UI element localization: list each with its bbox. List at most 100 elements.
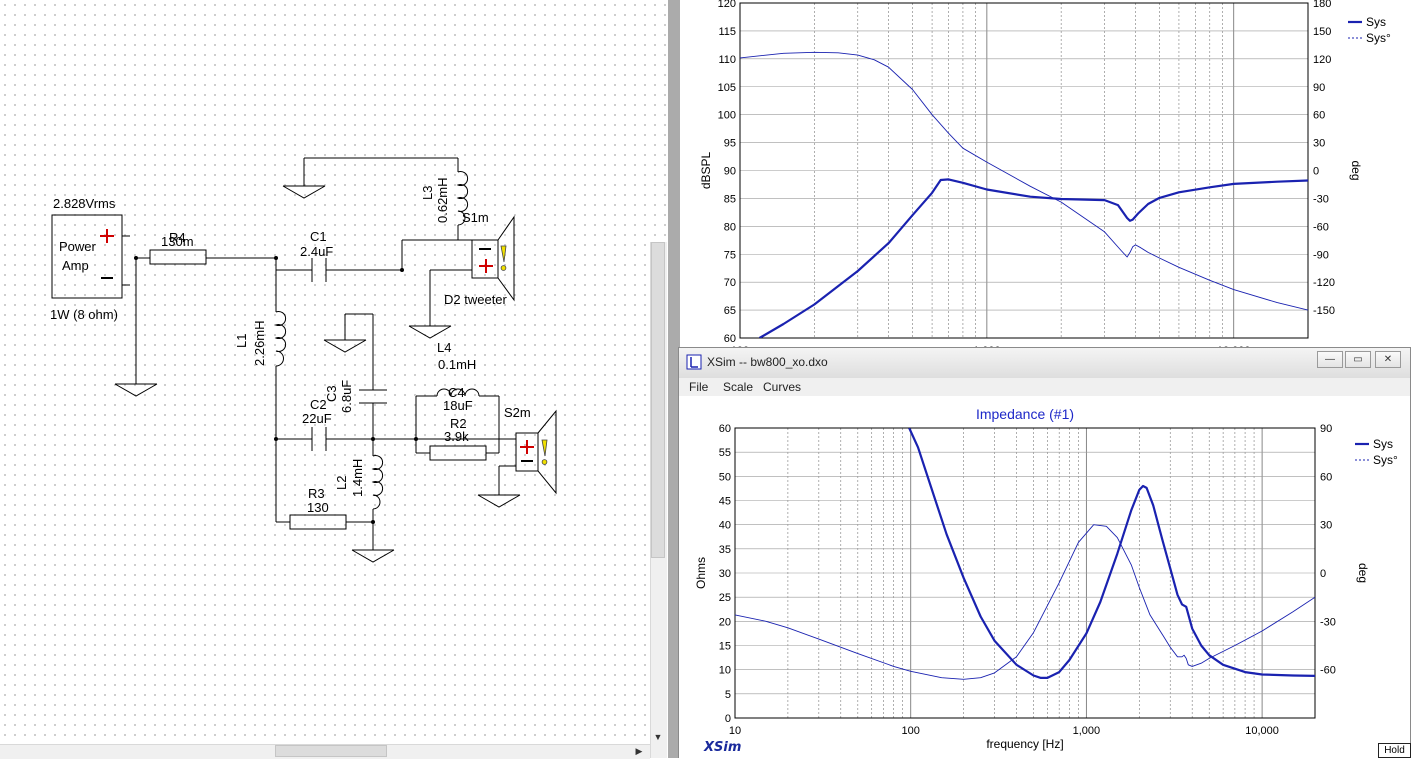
y-tick-label: 70 [724,277,736,289]
l2-name: L2 [334,476,349,490]
r4-name: R4 [169,230,186,245]
menu-scale[interactable]: Scale [723,380,754,394]
ground-symbol [323,339,367,353]
y2-tick-label: -90 [1313,249,1329,261]
x-tick-label: 10 [729,725,741,737]
y-tick-label: 60 [724,333,736,345]
c3-value: 6.8uF [339,380,354,413]
amp-power-label: 1W (8 ohm) [50,307,118,322]
y-axis-label: Ohms [694,557,708,589]
y-tick-label: 0 [725,713,731,725]
y2-tick-label: 90 [1320,423,1332,435]
y2-tick-label: 0 [1320,568,1326,580]
ground-symbol [114,383,158,397]
r2-name: R2 [450,416,467,431]
y2-axis-label: deg [1356,563,1370,583]
y-tick-label: 100 [718,110,736,122]
scroll-down-arrow-icon[interactable]: ▼ [653,732,663,742]
r3-value: 130 [307,500,329,515]
y2-axis-label: deg [1349,160,1363,180]
y2-tick-label: 60 [1313,110,1325,122]
y-tick-label: 60 [719,423,731,435]
impedance-window[interactable]: XSim -- bw800_xo.dxo — ▭ ✕ File Scale Cu… [678,347,1411,758]
l3-value: 0.62mH [435,177,450,223]
resistor-r2[interactable] [429,445,487,461]
window-titlebar[interactable]: XSim -- bw800_xo.dxo — ▭ ✕ [679,348,1410,378]
y-tick-label: 30 [719,568,731,580]
menu-bar: File Scale Curves [679,378,1410,397]
ground-symbol [408,325,452,339]
x-tick-label: 1,000 [1073,725,1101,737]
y2-tick-label: 90 [1313,82,1325,94]
resistor-r4[interactable] [149,249,207,265]
l3-name: L3 [420,186,435,200]
l1-name: L1 [234,334,249,348]
warning-icon [541,439,548,465]
phase-curve [735,524,1315,680]
y-tick-label: 85 [724,193,736,205]
restore-button[interactable]: ▭ [1345,351,1371,368]
scrollbar-thumb[interactable] [651,242,665,558]
ground-symbol [351,549,395,563]
y-tick-label: 80 [724,221,736,233]
minimize-button[interactable]: — [1317,351,1343,368]
r3-name: R3 [308,486,325,501]
y-tick-label: 35 [719,544,731,556]
schematic-canvas[interactable]: 2.828Vrms Power Amp 1W (8 ohm) R4 130m C… [0,0,668,758]
menu-file[interactable]: File [689,380,709,394]
scrollbar-thumb[interactable] [275,745,387,757]
inductor-l3[interactable] [456,171,469,226]
c2-name: C2 [310,397,327,412]
c1-value: 2.4uF [300,244,333,259]
inductor-l4[interactable] [436,388,480,397]
l4-value: 0.1mH [438,357,476,372]
x-axis-label: frequency [Hz] [986,737,1063,751]
xsim-app-icon [686,354,702,370]
c2-value: 22uF [302,411,332,426]
inductor-l1[interactable] [274,311,287,367]
y-tick-label: 75 [724,249,736,261]
l2-value: 1.4mH [350,459,365,497]
y-tick-label: 90 [724,166,736,178]
y-tick-label: 55 [719,447,731,459]
menu-curves[interactable]: Curves [763,380,802,394]
y-tick-label: 5 [725,689,731,701]
y2-tick-label: 120 [1313,54,1331,66]
y-tick-label: 120 [718,0,736,10]
hold-status-badge[interactable]: Hold [1378,743,1411,758]
chart-title: Impedance (#1) [976,406,1074,422]
source-voltage-label: 2.828Vrms [53,196,116,211]
y-tick-label: 10 [719,665,731,677]
legend-label: Sys° [1366,31,1391,45]
y2-tick-label: 0 [1313,166,1319,178]
power-amp[interactable] [51,214,123,299]
close-button[interactable]: ✕ [1375,351,1401,368]
y-tick-label: 25 [719,592,731,604]
plot-frame [734,427,1316,719]
y-tick-label: 110 [718,54,736,66]
y-tick-label: 105 [718,82,736,94]
y-tick-label: 50 [719,471,731,483]
y2-tick-label: 180 [1313,0,1331,10]
y-tick-label: 115 [718,26,736,38]
ground-symbol [282,185,326,199]
y-tick-label: 20 [719,616,731,628]
resistor-r3[interactable] [289,514,347,530]
pane-divider[interactable] [668,0,680,758]
xsim-logo: XSim [704,740,742,755]
legend-label: Sys [1366,15,1386,29]
schematic-drawing[interactable]: 2.828Vrms Power Amp 1W (8 ohm) R4 130m C… [0,0,668,758]
magnitude-curve [758,178,1308,338]
y2-tick-label: -120 [1313,277,1335,289]
s1-name: S1m [462,210,489,225]
r4-value: 130m [161,234,194,249]
scroll-right-arrow-icon[interactable]: ▶ [635,746,643,756]
amp-label: Power [59,239,97,254]
inductor-l2[interactable] [371,455,384,510]
y2-tick-label: -60 [1313,221,1329,233]
d2-name: D2 tweeter [444,292,508,307]
amp-label: Amp [62,258,89,273]
c4-value: 18uF [443,398,473,413]
